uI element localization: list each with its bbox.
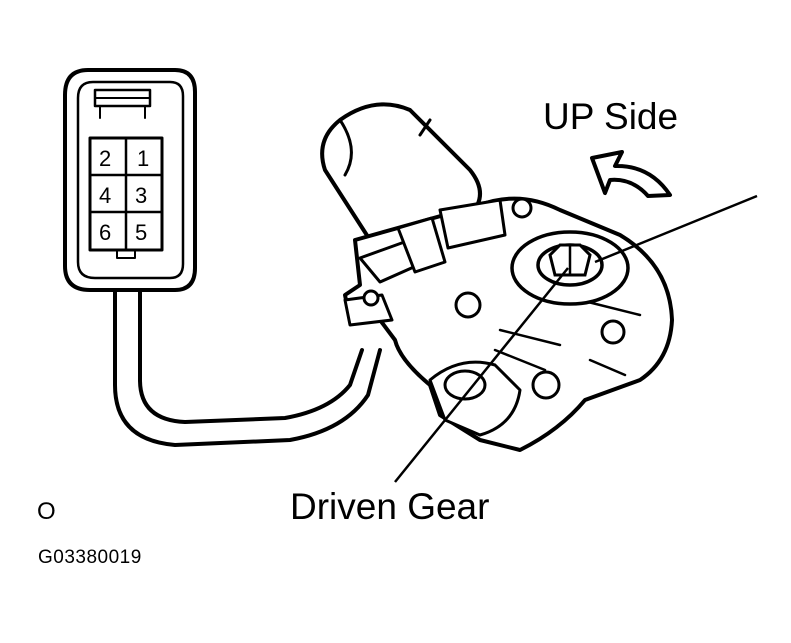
pin-6: 6	[99, 220, 111, 245]
up-side-label: UP Side	[543, 96, 679, 137]
pin-2: 2	[99, 146, 111, 171]
connector	[63, 68, 197, 292]
leader-lines	[394, 194, 758, 483]
leader-to-gear-bottom	[394, 267, 569, 483]
driven-gear-label: Driven Gear	[290, 486, 490, 527]
pin-3: 3	[135, 183, 147, 208]
gear-housing	[343, 196, 674, 452]
wire-harness	[113, 288, 382, 448]
pin-1: 1	[137, 146, 149, 171]
driven-gear	[510, 230, 630, 306]
marker-label: O	[37, 498, 56, 525]
pin-4: 4	[99, 183, 111, 208]
connector-outer-shell	[63, 68, 197, 292]
figure-id-label: G03380019	[38, 547, 142, 568]
leader-to-gear-right	[594, 194, 758, 264]
pin-5: 5	[135, 220, 147, 245]
connector-pins: 2 1 4 3 6 5	[99, 146, 149, 245]
connector-inner-shell	[76, 80, 185, 280]
up-direction-arrow	[590, 150, 672, 198]
connector-key	[116, 249, 136, 259]
